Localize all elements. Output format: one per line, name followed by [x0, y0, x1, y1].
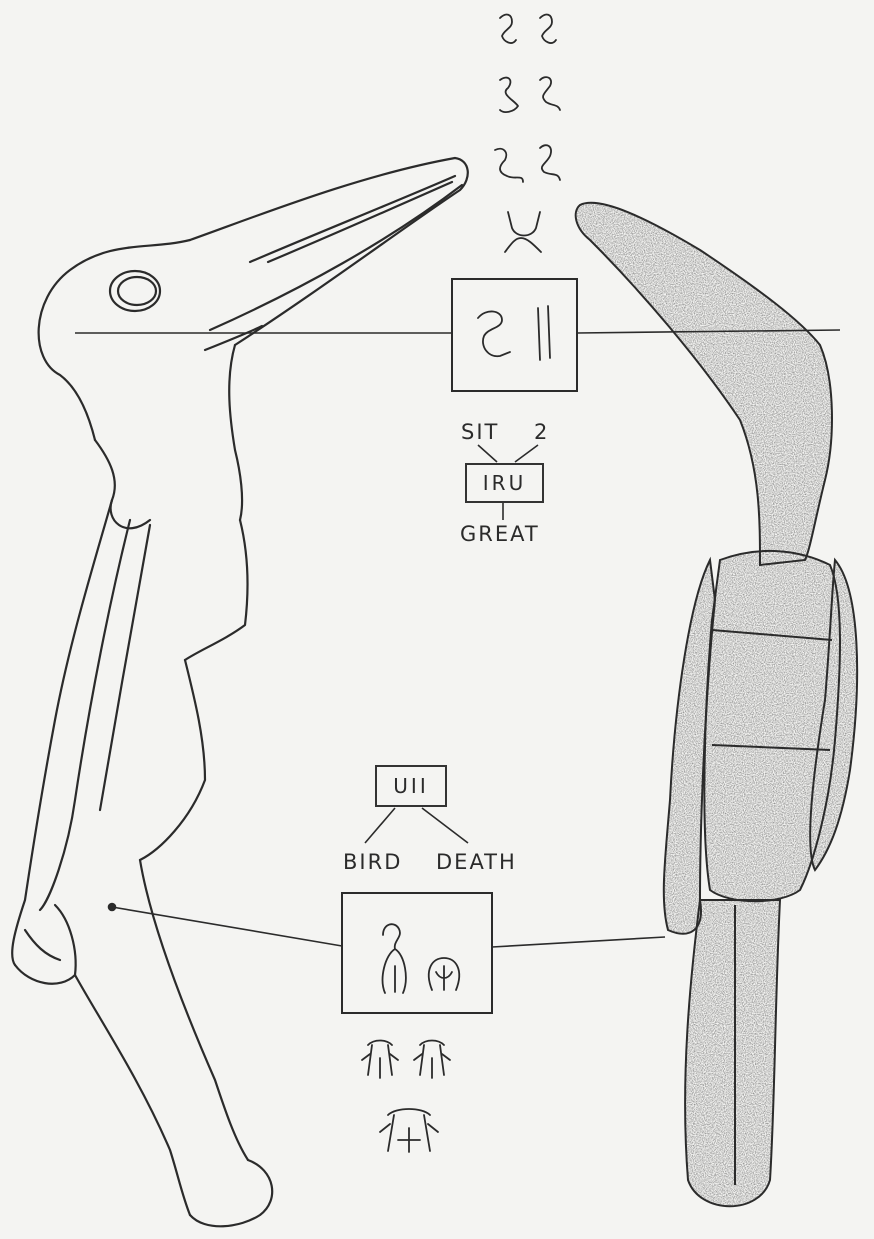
glyph-stroke-1	[538, 308, 540, 360]
line-drawing-bird-figure	[12, 158, 468, 1226]
label-box-iru: IRU	[465, 463, 544, 503]
carved-wooden-bird-figure	[576, 203, 857, 1206]
label-great: GREAT	[460, 522, 540, 546]
glyph-top-5	[495, 149, 523, 182]
label-sit: SIT	[461, 420, 499, 444]
rongorongo-glyphs-top	[495, 15, 560, 252]
glyph-top-4	[540, 77, 560, 110]
glyph-stroke-2	[548, 306, 550, 358]
glyph-iru	[478, 311, 510, 356]
glyph-box-top	[452, 279, 577, 391]
connector-dot	[109, 904, 116, 911]
label-box-uii: UII	[375, 765, 447, 807]
label-death: DEATH	[436, 850, 517, 874]
glyph-top-1	[500, 15, 516, 43]
glyph-top-3	[500, 78, 518, 113]
glyph-top-2	[540, 15, 556, 43]
rongorongo-glyphs-bottom	[362, 1041, 450, 1153]
glyph-bird	[383, 924, 406, 993]
glyph-bottom-1	[362, 1041, 398, 1079]
glyph-box-bottom	[342, 893, 492, 1013]
glyph-death	[429, 958, 459, 990]
glyph-top-7	[505, 212, 541, 252]
connector-line-bottom-right	[492, 937, 665, 947]
glyph-bottom-2	[414, 1041, 450, 1079]
connector-line-bottom-left	[112, 907, 342, 946]
label-two: 2	[534, 420, 549, 444]
label-bird: BIRD	[343, 850, 402, 874]
glyph-bottom-3	[380, 1109, 438, 1152]
glyph-top-6	[540, 145, 560, 180]
